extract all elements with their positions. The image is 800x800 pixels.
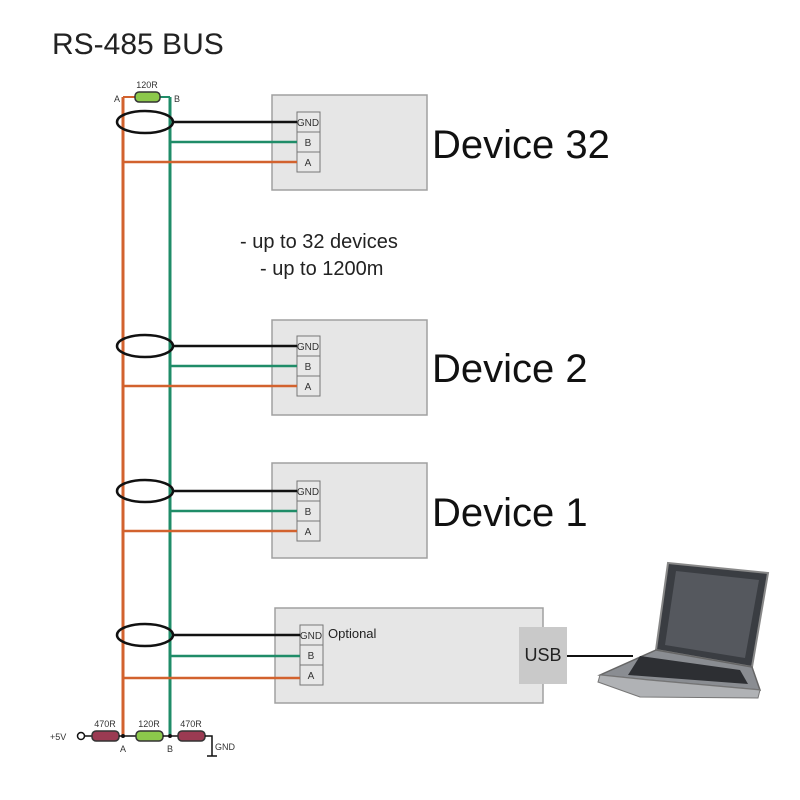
device-2: GND B A bbox=[115, 319, 428, 416]
terminal-b: B bbox=[305, 507, 312, 518]
shield-ellipse bbox=[115, 109, 175, 135]
usb-port-label: USB bbox=[524, 645, 562, 665]
usb-port: USB bbox=[519, 627, 567, 684]
usb-converter: GND B A bbox=[115, 607, 633, 704]
terminal-a: A bbox=[308, 671, 315, 682]
supply-terminal bbox=[76, 731, 86, 741]
terminal-gnd: GND bbox=[297, 342, 319, 353]
bias-resistor-3 bbox=[177, 730, 206, 742]
device-32-label: Device 32 bbox=[432, 123, 610, 167]
terminal-a: A bbox=[305, 382, 312, 393]
converter-label: Optional bbox=[328, 626, 377, 641]
bias-network: +5V 470R 120R 470R A B GND bbox=[50, 719, 236, 757]
device-box bbox=[271, 319, 428, 416]
terminal-b: B bbox=[305, 362, 312, 373]
shield-ellipse bbox=[115, 622, 175, 648]
terminal-b: B bbox=[308, 651, 315, 662]
bias-resistor-2 bbox=[135, 730, 164, 742]
termination-label-b: B bbox=[174, 94, 180, 104]
supply-label: +5V bbox=[50, 732, 66, 742]
r1-label: 470R bbox=[94, 719, 116, 729]
termination-label-a: A bbox=[114, 94, 120, 104]
note-distance: - up to 1200m bbox=[260, 258, 384, 280]
diagram-title: RS-485 BUS bbox=[52, 28, 224, 61]
device-2-label: Device 2 bbox=[432, 347, 588, 391]
shield-ellipse bbox=[115, 478, 175, 504]
termination-resistor-label: 120R bbox=[136, 80, 158, 90]
terminal-gnd: GND bbox=[297, 487, 319, 498]
shield-ellipse bbox=[115, 333, 175, 359]
note-devices: - up to 32 devices bbox=[240, 231, 398, 253]
node-b-label: B bbox=[167, 744, 173, 754]
terminal-gnd: GND bbox=[300, 631, 322, 642]
bias-resistor-1 bbox=[91, 730, 120, 742]
device-32: GND B A bbox=[115, 94, 428, 191]
terminal-a: A bbox=[305, 527, 312, 538]
terminal-gnd: GND bbox=[297, 118, 319, 129]
laptop-icon bbox=[597, 561, 770, 699]
node-a-label: A bbox=[120, 744, 126, 754]
device-1-label: Device 1 bbox=[432, 491, 588, 535]
terminal-a: A bbox=[305, 158, 312, 169]
terminal-b: B bbox=[305, 138, 312, 149]
device-1: GND B A bbox=[115, 462, 428, 559]
r3-label: 470R bbox=[180, 719, 202, 729]
termination-resistor bbox=[134, 91, 161, 103]
ground-label: GND bbox=[215, 742, 236, 752]
r2-label: 120R bbox=[138, 719, 160, 729]
